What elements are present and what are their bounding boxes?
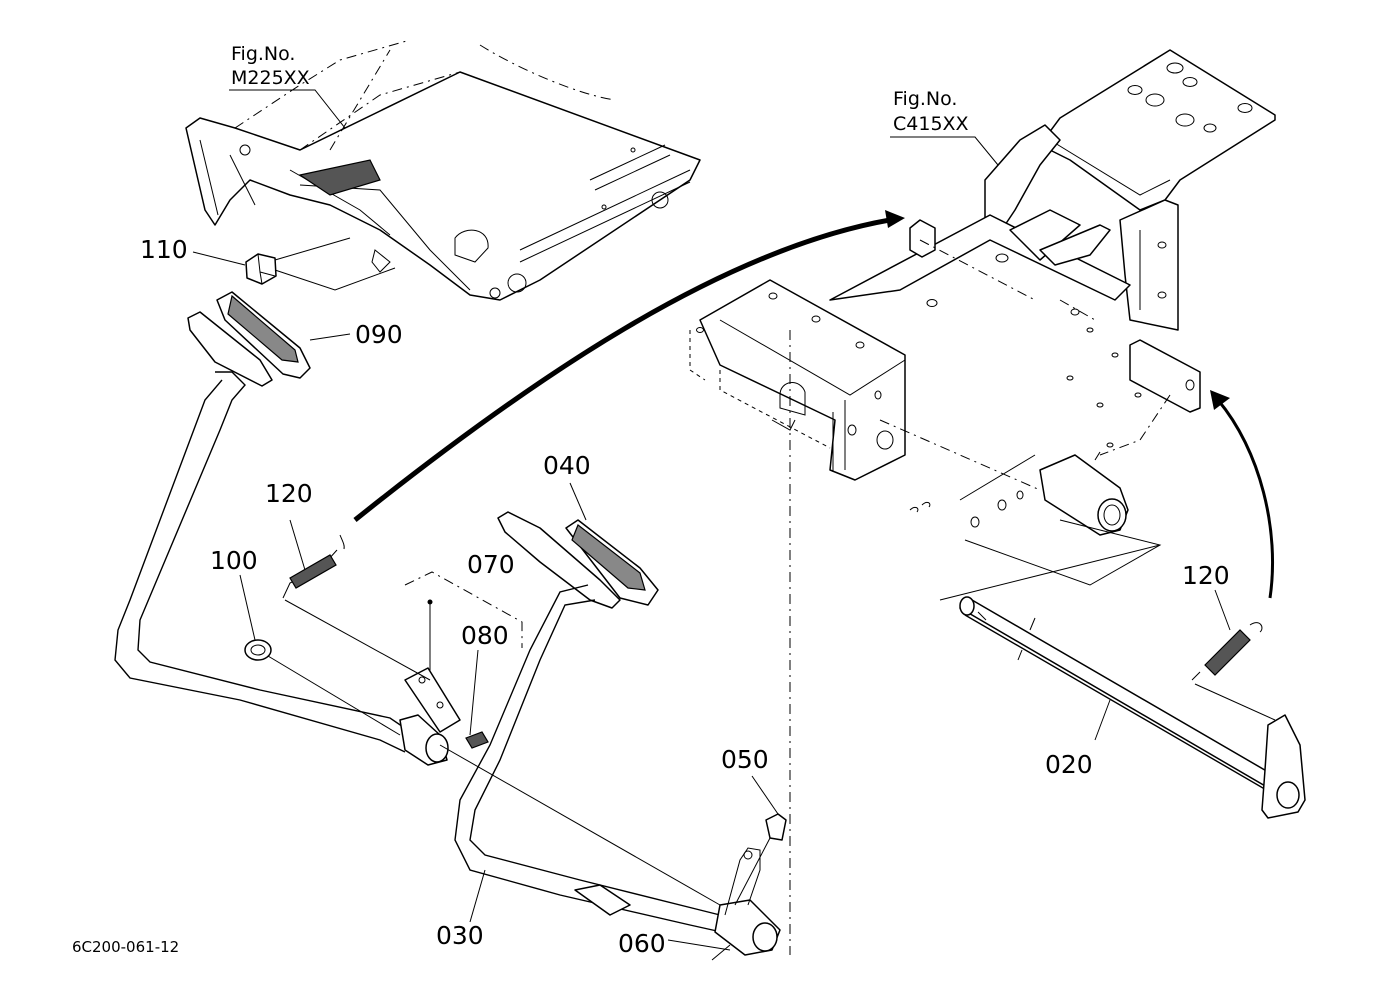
left-pedal-arm bbox=[114, 371, 461, 766]
callout-050: 050 bbox=[721, 745, 769, 774]
figure-ref-right: Fig.No. C415XX bbox=[890, 88, 999, 166]
callout-040: 040 bbox=[543, 451, 591, 480]
figure-ref-right-line1: Fig.No. bbox=[893, 88, 957, 110]
drawing-code: 6C200-061-12 bbox=[72, 938, 179, 956]
figure-ref-right-line2: C415XX bbox=[893, 113, 969, 135]
figure-ref-left-line2: M225XX bbox=[231, 67, 310, 89]
callout-100: 100 bbox=[210, 546, 258, 575]
main-frame-assembly bbox=[689, 49, 1276, 955]
part-020-cross-shaft: 020 bbox=[939, 544, 1306, 819]
callout-020: 020 bbox=[1045, 750, 1093, 779]
part-080-grease-nipple: 080 bbox=[461, 621, 509, 749]
callout-060: 060 bbox=[618, 929, 666, 958]
part-070-bracket-kit: 070 bbox=[404, 550, 523, 672]
part-090-pedal-pad: 090 bbox=[187, 291, 403, 387]
figure-ref-left-line1: Fig.No. bbox=[231, 43, 295, 65]
part-030-pedal-arm: 030 bbox=[436, 584, 781, 956]
part-060-cotter-pin: 060 bbox=[618, 929, 731, 961]
callout-080: 080 bbox=[461, 621, 509, 650]
callout-120-right: 120 bbox=[1182, 561, 1230, 590]
part-110-stopper: 110 bbox=[140, 235, 396, 291]
part-120-spring-left: 120 bbox=[265, 479, 431, 681]
part-120-spring-right: 120 bbox=[1182, 561, 1276, 721]
callout-090: 090 bbox=[355, 320, 403, 349]
part-040-pedal-pad: 040 bbox=[497, 451, 659, 609]
step-frame-assembly bbox=[185, 39, 701, 301]
arrow-spring-to-bracket bbox=[1210, 390, 1274, 599]
part-100-snap-ring: 100 bbox=[210, 546, 401, 736]
arrow-spring-to-frame bbox=[353, 210, 905, 522]
callout-120-left: 120 bbox=[265, 479, 313, 508]
callout-070: 070 bbox=[467, 550, 515, 579]
part-050-clevis-pin: 050 bbox=[721, 745, 787, 906]
callout-030: 030 bbox=[436, 921, 484, 950]
callout-110: 110 bbox=[140, 235, 188, 264]
figure-ref-left: Fig.No. M225XX bbox=[229, 43, 346, 129]
